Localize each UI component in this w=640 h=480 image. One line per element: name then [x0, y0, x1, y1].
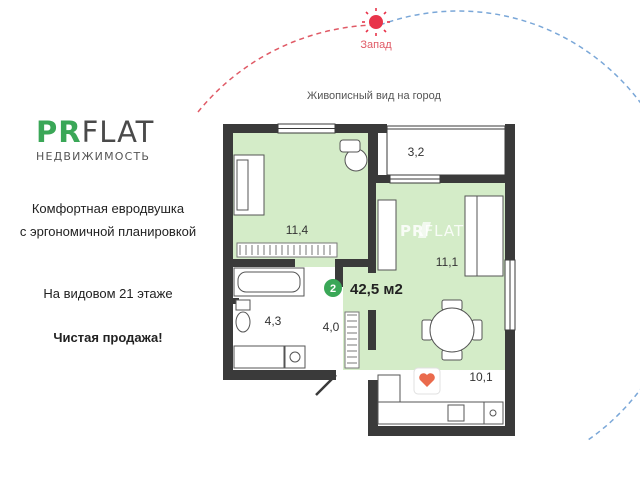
bed	[233, 154, 265, 216]
logo-accent: PR	[36, 115, 82, 149]
compass-label: Запад	[360, 39, 392, 51]
watermark-accent: PR	[400, 222, 425, 240]
bathroom-counter	[233, 345, 285, 369]
walls	[223, 124, 515, 436]
description-line-4: Чистая продажа!	[53, 330, 163, 345]
logo-subtitle: НЕДВИЖИМОСТЬ	[36, 150, 151, 163]
watermark-rest: FLAT	[425, 222, 465, 240]
rooms-count-badge	[324, 279, 342, 297]
bedroom-chair	[339, 139, 368, 172]
kitchen-counter	[377, 374, 504, 425]
area-bedroom: 11,4	[286, 223, 309, 237]
toilet	[235, 299, 251, 333]
bathtub	[233, 267, 305, 297]
description-line-2: с эргономичной планировкой	[19, 224, 197, 239]
logo-rest: FLAT	[81, 115, 155, 149]
brand-logo: PRFLAT НЕДВИЖИМОСТЬ	[36, 118, 166, 164]
washing-machine	[284, 345, 306, 369]
dining-table	[421, 299, 483, 361]
area-kitchen: 10,1	[469, 370, 493, 384]
entrance-door	[315, 374, 337, 396]
logo-wordmark: PRFLAT	[36, 118, 166, 147]
balcony-frame	[386, 125, 506, 176]
heart-icon	[413, 367, 441, 395]
watermark-text: PRFLAT	[400, 222, 464, 240]
area-hall: 4,0	[323, 320, 340, 334]
view-caption: Живописный вид на город	[307, 90, 442, 102]
wardrobe-bedroom	[236, 242, 338, 258]
wardrobe-hall	[344, 311, 360, 369]
description-line-3: На видовом 21 этаже	[43, 286, 173, 301]
compass-arc-west	[197, 24, 373, 113]
watermark: PRFLAT	[400, 222, 464, 240]
compass-arc-north	[379, 10, 640, 441]
tv-stand	[377, 199, 397, 271]
area-bathroom: 4,3	[265, 314, 282, 328]
sofa	[464, 195, 504, 277]
total-area: 42,5 м2	[350, 281, 403, 298]
area-living: 11,1	[436, 255, 459, 269]
area-balcony: 3,2	[408, 145, 425, 159]
rooms-count: 2	[330, 283, 336, 295]
description-line-1: Комфортная евродвушка	[31, 201, 185, 216]
sun-icon	[362, 8, 390, 36]
